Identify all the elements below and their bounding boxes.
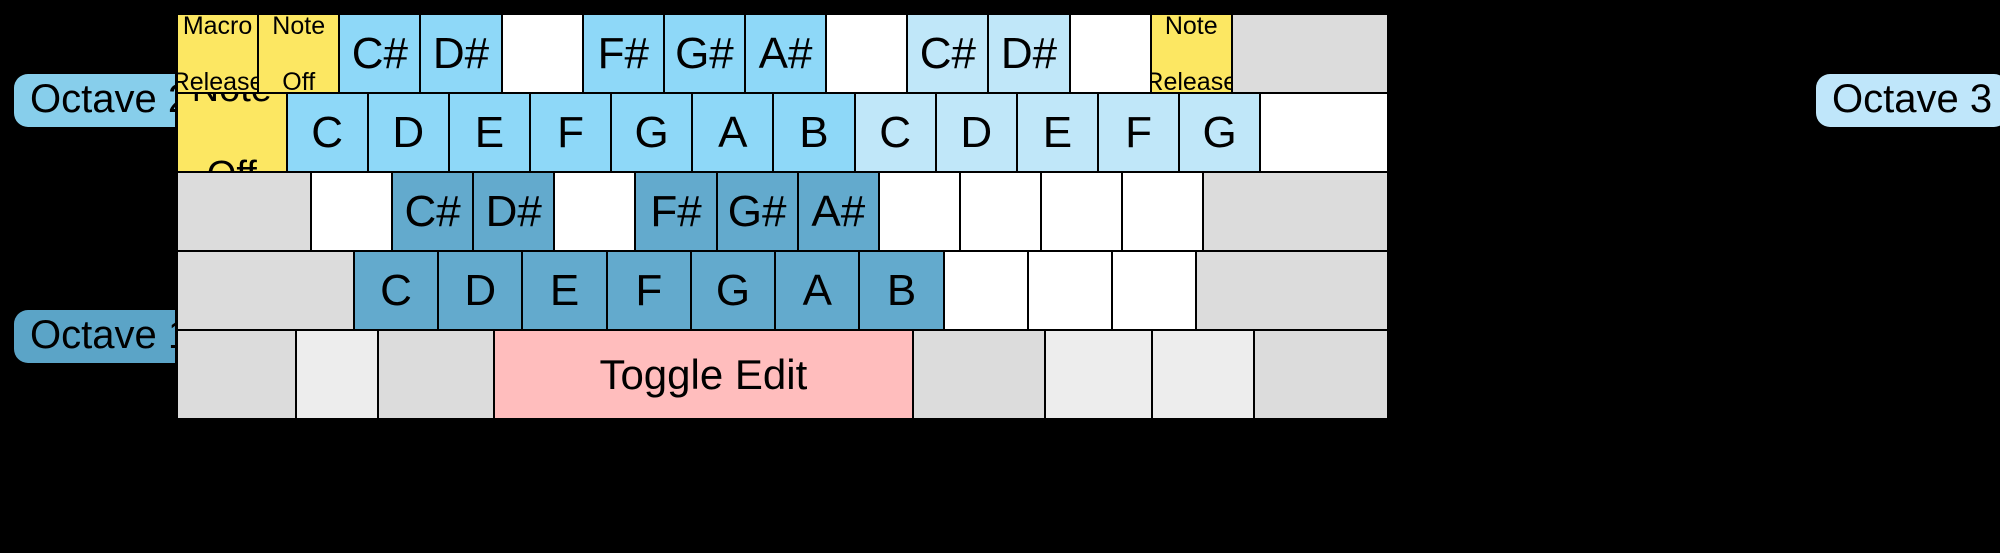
key-c-sharp-r1-3[interactable]: C#: [340, 15, 422, 94]
key-f-sharp-r3-6[interactable]: F#: [636, 173, 718, 252]
key-e-r2-11[interactable]: E: [1017, 94, 1099, 173]
key-a-sharp-r1-8[interactable]: A#: [745, 15, 828, 94]
key-f-r2-5[interactable]: F: [530, 94, 613, 173]
key-blank-r3-5[interactable]: [555, 173, 637, 252]
key-row-white-keys-octave-2-3: NoteOffCDEFGABCDEFG: [178, 94, 1387, 173]
key-blank-r5-7[interactable]: [1152, 331, 1256, 418]
key-macro-release-r1-1[interactable]: MacroRelease: [178, 15, 260, 94]
key-blank-r1-12[interactable]: [1070, 15, 1152, 94]
key-a-r4-7[interactable]: A: [776, 252, 861, 331]
octave-2-label: Octave 2: [14, 74, 207, 127]
key-blank-r5-3[interactable]: [379, 331, 495, 418]
key-blank-r4-9[interactable]: [944, 252, 1029, 331]
key-blank-r3-2[interactable]: [311, 173, 394, 252]
key-d-r2-3[interactable]: D: [368, 94, 450, 173]
key-c-r4-2[interactable]: C: [354, 252, 440, 331]
key-d-sharp-r1-11[interactable]: D#: [989, 15, 1071, 94]
key-blank-r4-1[interactable]: [178, 252, 355, 331]
key-c-r2-9[interactable]: C: [855, 94, 937, 173]
key-row-black-keys-octave-1: C#D# F#G#A#: [178, 173, 1387, 252]
key-g-r2-13[interactable]: G: [1180, 94, 1262, 173]
key-blank-r5-5[interactable]: [914, 331, 1046, 418]
key-blank-r5-1[interactable]: [178, 331, 298, 418]
key-blank-r1-9[interactable]: [827, 15, 909, 94]
key-e-r2-4[interactable]: E: [449, 94, 531, 173]
key-blank-r1-5[interactable]: [502, 15, 584, 94]
key-c-r2-2[interactable]: C: [287, 94, 369, 173]
key-blank-r5-6[interactable]: [1045, 331, 1153, 418]
key-e-r4-4[interactable]: E: [523, 252, 608, 331]
key-d-r4-3[interactable]: D: [439, 252, 524, 331]
key-blank-r5-8[interactable]: [1255, 331, 1387, 418]
key-blank-r3-1[interactable]: [178, 173, 312, 252]
octave-3-label: Octave 3: [1816, 74, 2000, 127]
key-blank-r3-10[interactable]: [961, 173, 1043, 252]
key-blank-r1-14[interactable]: [1232, 15, 1387, 94]
key-c-sharp-r3-3[interactable]: C#: [393, 173, 475, 252]
key-blank-r3-12[interactable]: [1123, 173, 1205, 252]
key-a-sharp-r3-8[interactable]: A#: [798, 173, 880, 252]
key-g-sharp-r3-7[interactable]: G#: [717, 173, 799, 252]
key-b-r2-8[interactable]: B: [774, 94, 856, 173]
key-blank-r4-10[interactable]: [1028, 252, 1114, 331]
key-g-r4-6[interactable]: G: [691, 252, 777, 331]
key-d-r2-10[interactable]: D: [936, 94, 1018, 173]
key-blank-r4-12[interactable]: [1197, 252, 1387, 331]
key-f-sharp-r1-6[interactable]: F#: [583, 15, 665, 94]
keyboard-grid: MacroReleaseNoteOffC#D#F#G#A#C#D#NoteRel…: [175, 12, 1390, 421]
key-f-r2-12[interactable]: F: [1098, 94, 1181, 173]
key-blank-r3-13[interactable]: [1204, 173, 1387, 252]
key-toggle-edit-r5-4[interactable]: Toggle Edit: [494, 331, 915, 418]
key-row-black-keys-octave-2: MacroReleaseNoteOffC#D#F#G#A#C#D#NoteRel…: [178, 15, 1387, 94]
key-row-modifier-row: Toggle Edit: [178, 331, 1387, 418]
key-c-sharp-r1-10[interactable]: C#: [908, 15, 990, 94]
key-note-release-r1-13[interactable]: NoteRelease: [1151, 15, 1233, 94]
key-blank-r2-14[interactable]: [1261, 94, 1387, 173]
octave-1-label: Octave 1: [14, 310, 207, 363]
key-blank-r3-11[interactable]: [1042, 173, 1124, 252]
key-f-r4-5[interactable]: F: [607, 252, 692, 331]
key-d-sharp-r1-4[interactable]: D#: [421, 15, 503, 94]
key-blank-r3-9[interactable]: [879, 173, 961, 252]
key-b-r4-8[interactable]: B: [860, 252, 945, 331]
key-g-r2-6[interactable]: G: [612, 94, 694, 173]
key-blank-r5-2[interactable]: [297, 331, 380, 418]
key-d-sharp-r3-4[interactable]: D#: [474, 173, 556, 252]
key-a-r2-7[interactable]: A: [693, 94, 775, 173]
key-g-sharp-r1-7[interactable]: G#: [664, 15, 746, 94]
key-blank-r4-11[interactable]: [1113, 252, 1198, 331]
